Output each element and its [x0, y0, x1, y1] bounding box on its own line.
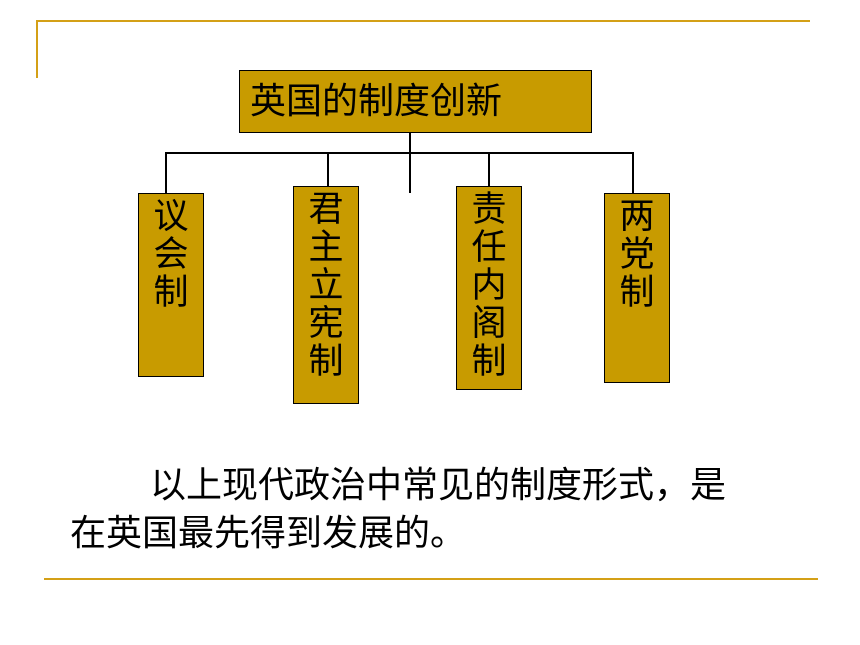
child-3-char: 任: [471, 228, 507, 268]
left-frame-line: [36, 20, 38, 78]
child-2-char: 君: [308, 190, 344, 230]
child-4-char: 制: [619, 273, 655, 313]
child-node-constitutional-monarchy: 君 主 立 宪 制: [293, 186, 359, 404]
child-node-parliament: 议 会 制: [138, 193, 204, 377]
connector-child-2: [327, 152, 329, 186]
bottom-frame-line: [44, 578, 818, 580]
horizontal-connector: [165, 152, 634, 154]
child-4-char: 党: [619, 235, 655, 275]
child-2-char: 主: [308, 228, 344, 268]
child-4-char: 两: [619, 197, 655, 237]
child-1-char: 制: [153, 273, 189, 313]
child-2-char: 制: [308, 342, 344, 382]
root-node-label: 英国的制度创新: [250, 81, 503, 122]
root-node: 英国的制度创新: [239, 70, 592, 133]
child-2-char: 立: [308, 266, 344, 306]
caption: 以上现代政治中常见的制度形式，是 在英国最先得到发展的。: [70, 462, 790, 558]
child-3-char: 制: [471, 342, 507, 382]
child-3-char: 阁: [471, 304, 507, 344]
child-node-two-party: 两 党 制: [604, 193, 670, 383]
caption-line-1: 以上现代政治中常见的制度形式，是: [150, 465, 727, 506]
child-3-char: 内: [471, 266, 507, 306]
child-2-char: 宪: [308, 304, 344, 344]
caption-line-2: 在英国最先得到发展的。: [70, 513, 467, 554]
child-3-char: 责: [471, 190, 507, 230]
connector-child-3: [488, 152, 490, 186]
connector-child-4: [632, 152, 634, 193]
root-connector: [409, 133, 411, 193]
child-1-char: 议: [153, 197, 189, 237]
top-frame-line: [36, 20, 810, 22]
child-1-char: 会: [153, 235, 189, 275]
child-node-cabinet: 责 任 内 阁 制: [456, 186, 522, 390]
connector-child-1: [165, 152, 167, 193]
